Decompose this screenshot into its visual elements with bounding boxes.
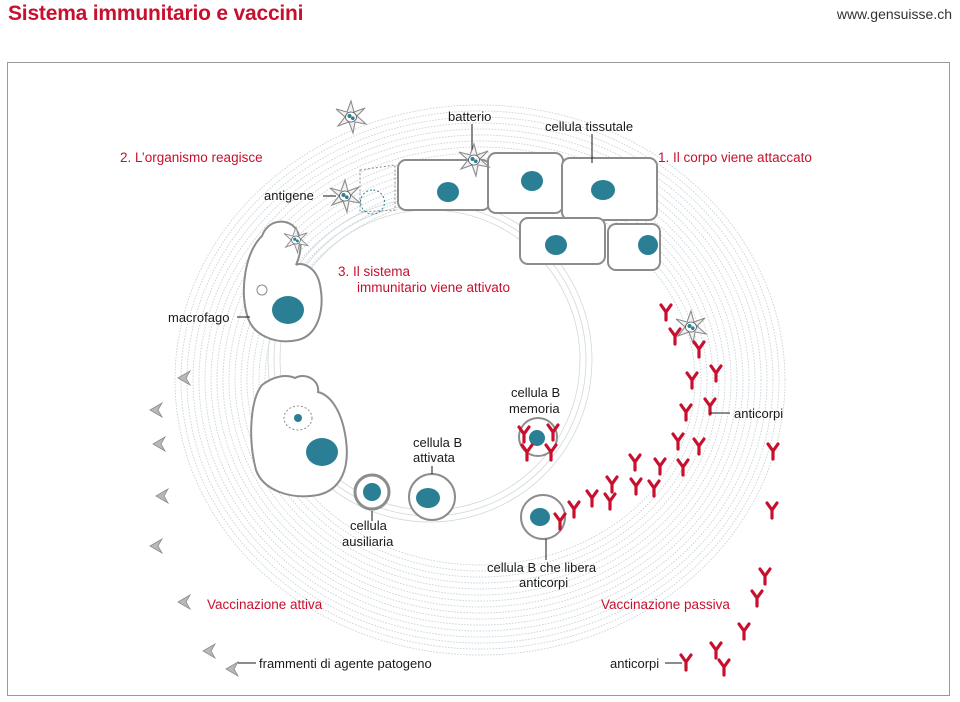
page-title: Sistema immunitario e vaccini: [8, 2, 304, 25]
damaged-cell: [359, 164, 396, 213]
label-cellula-b-attivata-2: attivata: [413, 450, 456, 465]
label-cellula-b-attivata-1: cellula B: [413, 435, 462, 450]
macrophage-bottom: [250, 374, 348, 498]
label-step1: 1. Il corpo viene attaccato: [658, 150, 812, 165]
releasing-b-cell: [520, 494, 566, 540]
label-step2: 2. L’organismo reagisce: [120, 150, 263, 165]
label-cellula-b-libera-1: cellula B che libera: [487, 560, 597, 575]
diagram-frame: [7, 62, 950, 696]
tissue-nuclei: [437, 171, 658, 255]
tissue-cells: [397, 152, 661, 271]
label-anticorpi-right: anticorpi: [734, 406, 783, 421]
label-step3-line2: immunitario viene attivato: [357, 280, 510, 295]
label-vaccinazione-passiva: Vaccinazione passiva: [601, 597, 730, 612]
label-cellula-tissutale: cellula tissutale: [545, 119, 633, 134]
pathogen-fragments: [149, 370, 239, 677]
label-step3-line1: 3. Il sistema: [338, 264, 411, 279]
leader-lines: [237, 124, 730, 664]
label-cellula-b-libera-2: anticorpi: [519, 575, 568, 590]
bacterium-1: [335, 100, 367, 134]
label-cellula-b-memoria-2: memoria: [509, 401, 560, 416]
label-batterio: batterio: [448, 109, 491, 124]
label-cellula-ausiliaria-1: cellula: [350, 518, 388, 533]
helper-cell: [353, 473, 391, 511]
label-vaccinazione-attiva: Vaccinazione attiva: [207, 597, 323, 612]
activated-b-cell: [408, 473, 456, 521]
label-cellula-ausiliaria-2: ausiliaria: [342, 534, 394, 549]
label-frammenti: frammenti di agente patogeno: [259, 656, 432, 671]
macrophage-top: [242, 220, 323, 343]
label-anticorpi-bottom: anticorpi: [610, 656, 659, 671]
label-cellula-b-memoria-1: cellula B: [511, 385, 560, 400]
source-url: www.gensuisse.ch: [836, 6, 952, 22]
label-antigene: antigene: [264, 188, 314, 203]
label-macrofago: macrofago: [168, 310, 229, 325]
